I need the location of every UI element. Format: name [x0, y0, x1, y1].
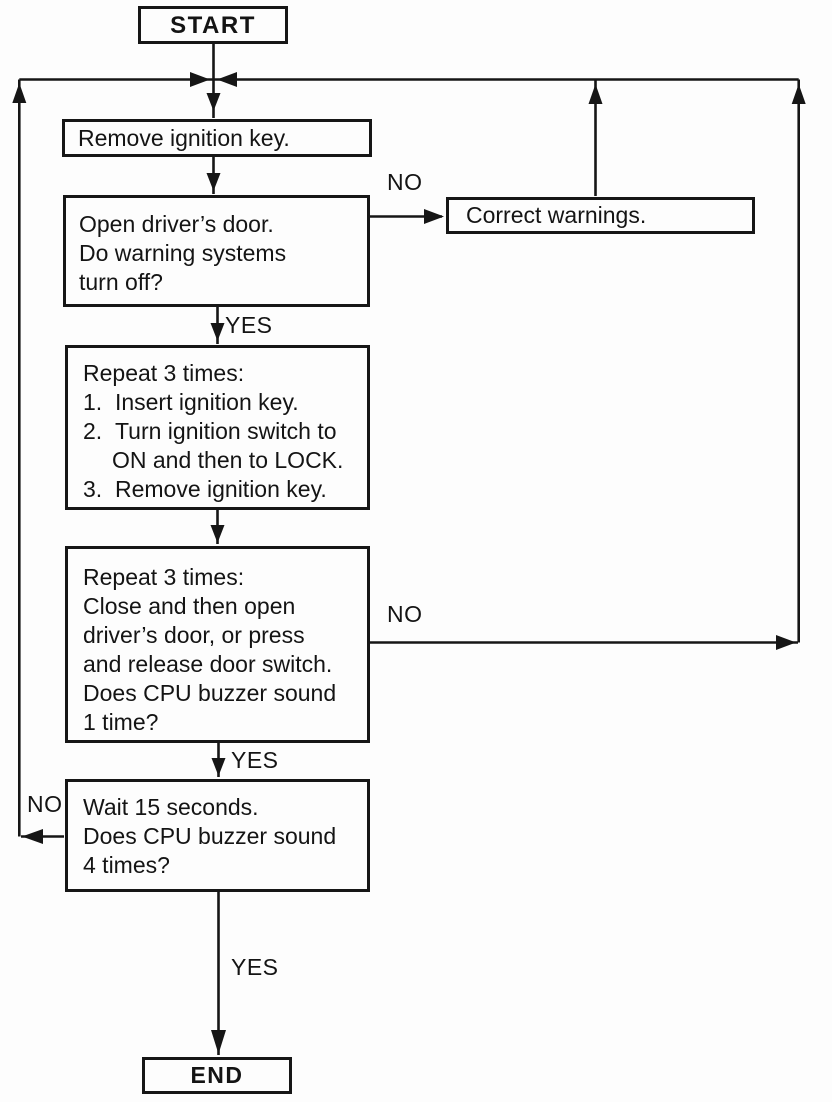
step-line: Repeat 3 times: [83, 564, 245, 590]
edge-label-repeat-door-yes: YES [231, 747, 279, 773]
edge-label-wait-15-no: NO [27, 791, 63, 817]
edge-repeat-door-no-right-return [370, 79, 806, 650]
step-line: and release door switch. [83, 651, 333, 677]
step-line: 1. Insert ignition key. [83, 389, 299, 415]
step-line: turn off? [79, 269, 163, 295]
end-label: END [190, 1062, 244, 1088]
edge-repeat-door-yes [211, 743, 226, 777]
node-repeat-door-buzzer-question: Repeat 3 times: Close and then open driv… [65, 546, 370, 743]
node-remove-ignition-key: Remove ignition key. [62, 119, 372, 157]
edge-label-open-door-yes: YES [225, 312, 273, 338]
node-start: START [138, 6, 288, 44]
node-end: END [142, 1057, 292, 1094]
node-correct-warnings: Correct warnings. [446, 197, 755, 234]
step-line: 4 times? [83, 852, 170, 878]
edge-correct-warnings-return [588, 80, 603, 196]
step-line: Close and then open [83, 593, 296, 619]
node-wait-15-seconds-question: Wait 15 seconds. Does CPU buzzer sound 4… [65, 779, 370, 892]
step-line: Repeat 3 times: [83, 360, 245, 386]
step-line: Does CPU buzzer sound [83, 823, 337, 849]
step-line: Remove ignition key. [78, 124, 290, 151]
edge-label-wait-15-yes: YES [231, 954, 279, 980]
step-line: Open driver’s door. [79, 211, 274, 237]
step-line: Do warning systems [79, 240, 287, 266]
node-repeat-ignition-cycle: Repeat 3 times: 1. Insert ignition key. … [65, 345, 370, 510]
step-line: 1 time? [83, 709, 159, 735]
edge-open-door-no [370, 209, 444, 224]
step-line: 2. Turn ignition switch to [83, 418, 337, 444]
edge-remove-key-to-open-door [206, 157, 221, 194]
edge-repeat-ignition-to-repeat-door [210, 510, 225, 544]
edge-label-repeat-door-no: NO [387, 601, 423, 627]
step-line: driver’s door, or press [83, 622, 305, 648]
edge-wait-15-yes-to-end [211, 892, 226, 1055]
step-line: 3. Remove ignition key. [83, 476, 327, 502]
step-line: Wait 15 seconds. [83, 794, 259, 820]
start-label: START [170, 11, 256, 39]
edge-top-return-line [19, 72, 799, 87]
step-line: ON and then to LOCK. [112, 447, 344, 473]
step-line: Does CPU buzzer sound [83, 680, 337, 706]
edge-open-door-yes [210, 307, 225, 344]
edge-label-open-door-no: NO [387, 169, 423, 195]
node-open-door-question: Open driver’s door. Do warning systems t… [63, 195, 370, 307]
edge-left-return-line [12, 79, 64, 844]
step-line: Correct warnings. [466, 202, 647, 228]
